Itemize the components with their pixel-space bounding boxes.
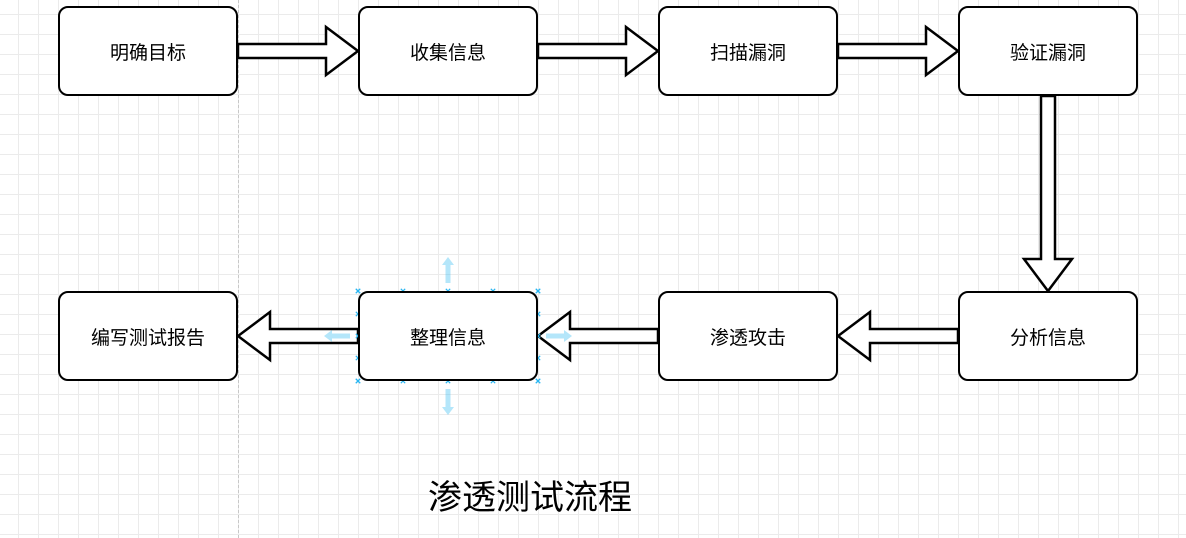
selection-handle[interactable] [535,378,541,384]
node-penetration-attack[interactable]: 渗透攻击 [658,291,838,381]
flow-arrow-2[interactable] [536,24,661,78]
node-collect-info[interactable]: 收集信息 [358,6,538,96]
selection-handle[interactable] [355,378,361,384]
flow-arrow-1[interactable] [236,24,361,78]
diagram-title: 渗透测试流程 [428,478,632,518]
node-verify-vulns[interactable]: 验证漏洞 [958,6,1138,96]
node-label: 扫描漏洞 [709,41,786,64]
node-label: 渗透攻击 [709,326,786,349]
node-define-target[interactable]: 明确目标 [58,6,238,96]
node-label: 收集信息 [409,41,486,64]
node-label: 分析信息 [1009,326,1086,349]
connect-arrow-down-icon[interactable] [442,389,454,415]
node-label: 明确目标 [109,41,186,64]
connect-arrow-left-icon[interactable] [324,330,350,342]
selection-handle[interactable] [355,288,361,294]
edges-layer [235,24,1075,363]
node-label: 整理信息 [409,326,486,349]
flow-arrow-4[interactable] [1021,94,1075,294]
connect-arrow-right-icon[interactable] [546,330,572,342]
node-label: 编写测试报告 [90,326,205,349]
connect-arrow-up-icon[interactable] [442,257,454,283]
flow-arrow-3[interactable] [836,24,961,78]
node-scan-vulns[interactable]: 扫描漏洞 [658,6,838,96]
flow-arrow-5[interactable] [835,309,960,363]
flow-arrow-7[interactable] [235,309,360,363]
page-break-line [238,0,239,538]
node-write-report[interactable]: 编写测试报告 [58,291,238,381]
flow-arrow-6[interactable] [535,309,660,363]
selection-handle[interactable] [535,288,541,294]
node-analyze-info[interactable]: 分析信息 [958,291,1138,381]
node-label: 验证漏洞 [1009,41,1086,64]
node-organize-info[interactable]: 整理信息 [358,291,538,381]
